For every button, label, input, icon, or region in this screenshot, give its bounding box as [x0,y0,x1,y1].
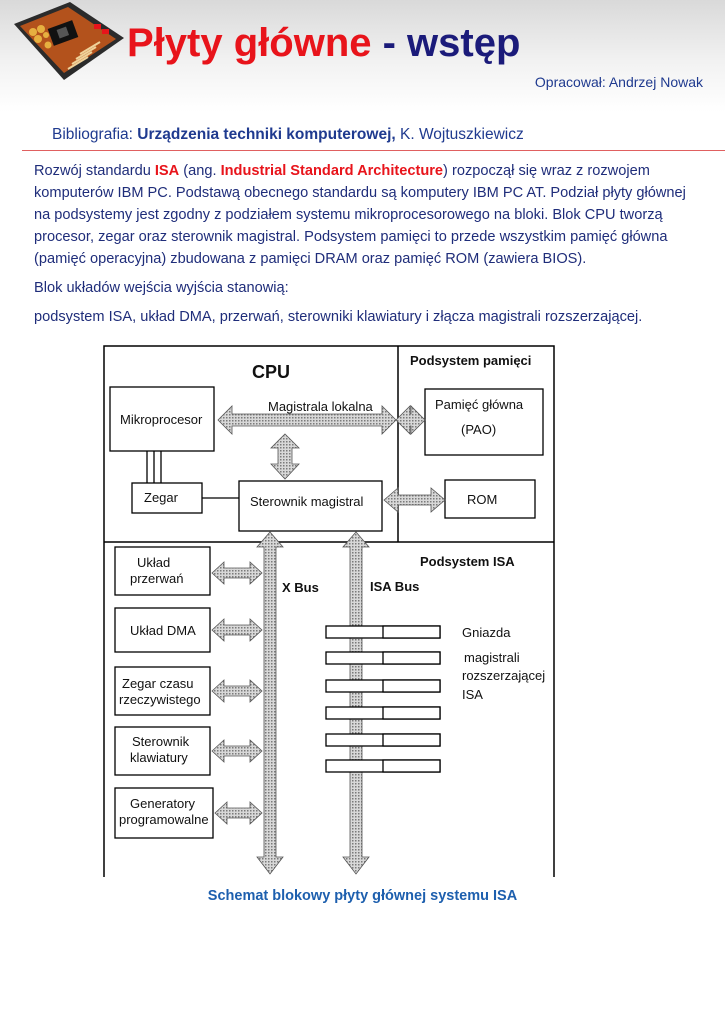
body-text: Rozwój standardu ISA (ang. Industrial St… [34,160,694,335]
rtc-label-line2: rzeczywistego [119,692,201,707]
rtc-label-line1: Zegar czasu [122,676,194,691]
paragraph-text: ) rozpoczął się wraz z rozwojem komputer… [34,163,686,267]
page-title: Płyty główne - wstęp [127,18,520,68]
isa-section-title: Podsystem ISA [420,554,515,569]
isa-bus-label: ISA Bus [370,579,419,594]
paragraph-text: (ang. [179,163,221,179]
diagram-frame [103,345,555,877]
isa-highlight: ISA [154,163,180,179]
slots-label-line2: magistrali [464,650,520,665]
memory-section-title: Podsystem pamięci [410,353,531,368]
keyboard-label-line1: Sterownik [132,734,190,749]
cpu-section-title: CPU [252,362,290,382]
isa-slots [325,625,441,773]
paragraph-io-list: podsystem ISA, układ DMA, przerwań, ster… [34,309,643,325]
rom-bus-arrow [383,487,446,513]
isa-expansion-highlight: Industrial Standard Architecture [220,163,444,179]
timers-label-line2: programowalne [119,812,209,827]
paragraph-io-intro: Blok układów wejścia wyjścia stanowią: [34,280,289,296]
x-bus-label: X Bus [282,580,319,595]
keyboard-label-line2: klawiatury [130,750,188,765]
pao-label: (PAO) [461,422,496,437]
cpu-clock-link [146,451,162,483]
header-divider [22,150,725,151]
rtc-block [114,666,211,716]
title-main: Płyty główne [127,21,372,65]
title-separator: - [371,21,408,65]
memory-bus-arrow [395,405,426,435]
rom-label: ROM [467,492,497,507]
isa-block-diagram: CPU Podsystem pamięci Podsystem ISA Mikr… [103,345,555,877]
bibliography-author: K. Wojtuszkiewicz [395,126,524,143]
io-bus-arrows [211,561,263,825]
bus-controller-label: Sterownik magistral [250,494,364,509]
dma-block [114,607,211,653]
timers-block [114,787,214,839]
title-subtitle: wstęp [407,21,521,65]
slots-label-line3: rozszerzającej [462,668,545,683]
rom-block [444,479,536,519]
paragraph-intro: Rozwój standardu ISA (ang. Industrial St… [34,160,694,270]
interrupt-controller-block [114,546,211,596]
keyboard-controller-block [114,726,211,776]
paragraph-text: Rozwój standardu [34,163,155,179]
interrupt-label-line2: przerwań [130,571,183,586]
dma-label: Układ DMA [130,623,196,638]
slots-label-line4: ISA [462,687,483,702]
timers-label-line1: Generatory [130,796,196,811]
clock-block [131,482,203,514]
isa-bus-arrow [342,531,370,875]
clock-label: Zegar [144,490,179,505]
slots-label-line1: Gniazda [462,625,511,640]
header-band [0,0,725,112]
controller-bus-arrow [270,433,300,480]
local-bus-label: Magistrala lokalna [268,399,374,414]
motherboard-photo-icon [14,2,124,80]
bus-controller-block [238,480,383,532]
bibliography-label: Bibliografia: [52,126,138,143]
microprocessor-block [109,386,215,452]
author-credit: Opracował: Andrzej Nowak [534,74,703,90]
main-memory-label: Pamięć główna [435,397,524,412]
microprocessor-label: Mikroprocesor [120,412,203,427]
diagram-caption: Schemat blokowy płyty głównej systemu IS… [207,888,518,904]
bibliography-book-title: Urządzenia techniki komputerowej, [137,126,396,143]
bibliography: Bibliografia: Urządzenia techniki komput… [52,126,524,144]
interrupt-label-line1: Układ [137,555,170,570]
x-bus-arrow [256,531,284,875]
main-memory-block [424,388,544,456]
